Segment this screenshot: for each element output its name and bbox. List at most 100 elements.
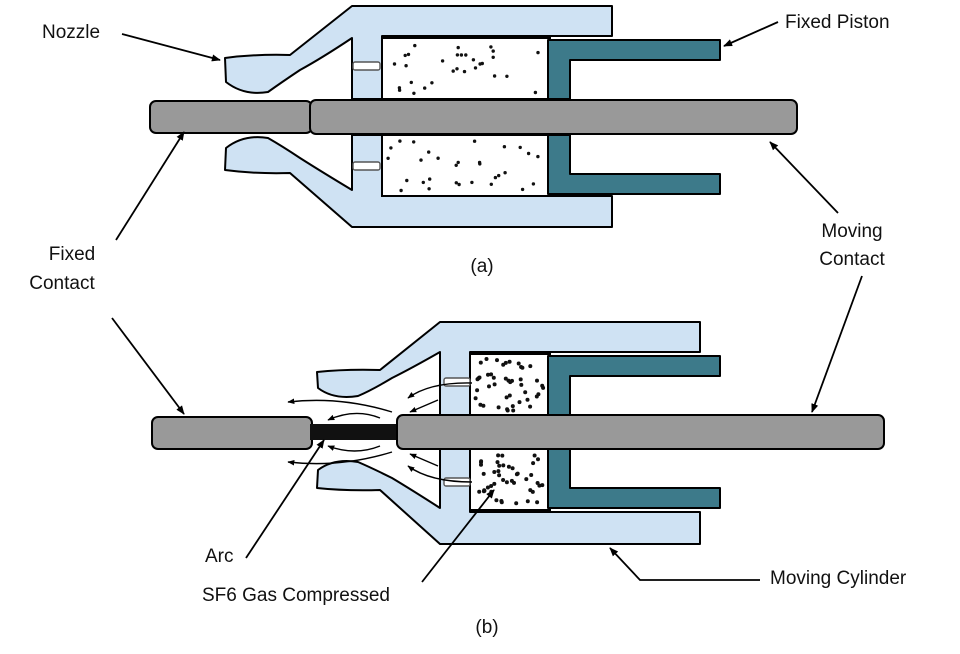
gas-particle — [428, 177, 432, 181]
pointer-moving-cylinder — [609, 547, 760, 581]
gas-particle — [406, 52, 411, 57]
gas-particle — [423, 86, 427, 90]
gas-particle — [497, 473, 502, 478]
gas-particle — [530, 489, 535, 494]
gas-particle — [510, 466, 515, 471]
gas-particle — [436, 156, 440, 160]
gas-particle — [524, 477, 529, 482]
gas-particle — [475, 377, 480, 382]
gas-particle — [482, 488, 487, 493]
gas-particle — [510, 404, 515, 409]
gas-particle — [455, 53, 460, 57]
gas-port-lower-a — [352, 161, 381, 171]
label-fixed-piston: Fixed Piston — [785, 12, 890, 33]
fixed-piston-lower-b — [547, 448, 721, 509]
gas-particle — [430, 81, 434, 85]
gas-particle — [419, 158, 423, 162]
gas-particle — [511, 408, 516, 413]
gas-particle — [503, 171, 507, 175]
gas-particle — [491, 375, 496, 380]
gas-particle — [412, 140, 416, 144]
gas-particle — [497, 463, 502, 468]
label-moving-cylinder: Moving Cylinder — [770, 568, 907, 589]
arc — [310, 424, 402, 440]
gas-particle — [412, 91, 416, 96]
gas-particle — [516, 361, 521, 366]
gas-particle — [459, 53, 464, 57]
gas-particle — [478, 162, 482, 166]
gas-particle — [389, 146, 393, 150]
gas-particle — [470, 180, 474, 185]
gas-particle — [495, 358, 499, 363]
gas-particle — [478, 402, 483, 407]
gas-particle — [501, 463, 506, 468]
gas-particle — [496, 405, 501, 410]
gas-particle — [481, 471, 486, 476]
gas-particle — [464, 53, 468, 57]
gas-particle — [486, 372, 490, 377]
fixed-piston-upper-b — [547, 355, 721, 417]
gas-particle — [475, 388, 480, 393]
gas-particle — [518, 145, 522, 150]
label-sf6-gas-compressed: SF6 Gas Compressed — [202, 585, 390, 606]
gas-particle — [505, 408, 510, 413]
gas-particle — [487, 384, 491, 389]
gas-particle — [494, 498, 499, 503]
gas-particle — [509, 478, 514, 483]
moving-cylinder-lower-a — [224, 134, 613, 228]
gas-particle — [500, 453, 505, 458]
gas-particle — [496, 469, 501, 474]
pointer-fixed-piston — [723, 21, 779, 47]
gas-particle — [528, 364, 533, 369]
gas-particle — [405, 178, 409, 183]
gas-particle — [535, 500, 540, 505]
fixed-contact-a — [149, 100, 313, 134]
gas-particle — [528, 404, 533, 409]
gas-particle — [504, 395, 509, 400]
label-moving-contact-line2: Contact — [819, 249, 885, 270]
gas-particle — [479, 459, 484, 464]
gas-particle — [536, 154, 540, 159]
gas-particle — [457, 182, 461, 187]
caption-a: (a) — [470, 256, 493, 277]
pointer-fixed-contact-b — [111, 317, 185, 415]
gas-particle — [514, 501, 519, 506]
gas-particle — [503, 360, 508, 365]
gas-particle — [404, 63, 408, 68]
pointer-nozzle — [121, 33, 221, 62]
gas-particle — [427, 187, 431, 191]
gas-particle — [492, 74, 497, 78]
gas-particle — [506, 464, 511, 469]
gas-port-upper-b — [443, 377, 471, 387]
gas-particle — [536, 457, 540, 462]
gas-particle — [473, 66, 478, 70]
moving-contact-a — [309, 99, 798, 135]
gas-flow-arrows — [287, 382, 473, 483]
moving-cylinder-upper-b — [316, 321, 701, 417]
gas-particle — [484, 357, 489, 361]
gas-particle — [392, 62, 397, 66]
gas-particle — [536, 50, 540, 55]
gas-particle — [489, 45, 493, 49]
moving-cylinder-lower-b — [316, 448, 701, 545]
moving-cylinder-upper-a — [224, 5, 613, 100]
pointer-arc — [245, 439, 325, 559]
gas-particle — [491, 49, 495, 53]
gas-particle — [489, 484, 494, 488]
gas-particle — [496, 453, 501, 458]
gas-particle — [409, 80, 413, 85]
gas-port-upper-a — [352, 61, 381, 71]
gas-particle — [421, 180, 425, 185]
label-fixed-contact-line2: Contact — [29, 273, 95, 294]
gas-particle — [478, 360, 483, 365]
gas-particle — [518, 377, 523, 382]
gas-particle — [455, 67, 459, 71]
gas-particles-a — [386, 43, 540, 193]
gas-particle — [517, 400, 522, 405]
gas-particle — [477, 489, 482, 494]
gas-particle — [503, 376, 508, 381]
gas-particle — [534, 394, 539, 399]
gas-particle — [525, 499, 530, 504]
caption-b: (b) — [475, 617, 498, 638]
gas-particle — [456, 160, 460, 165]
